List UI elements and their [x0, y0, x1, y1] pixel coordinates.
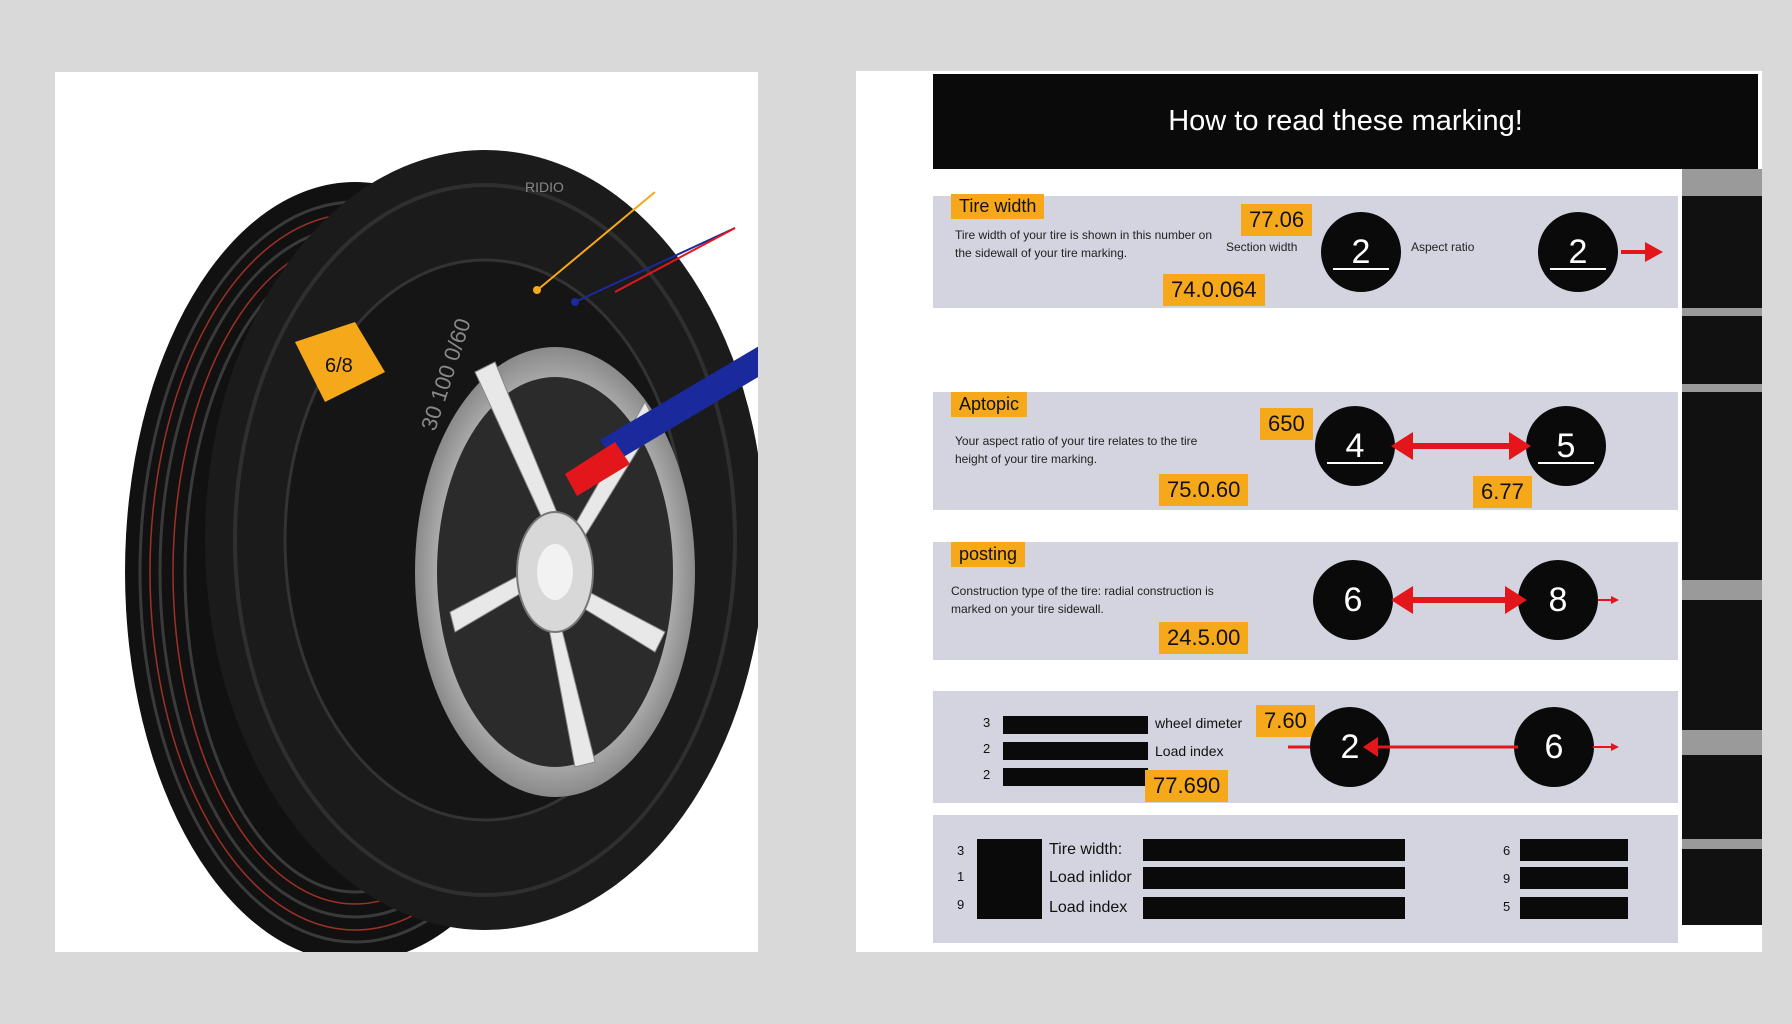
guide-row-construction: posting Construction type of the tire: r… — [933, 542, 1678, 660]
guide-title: How to read these marking! — [933, 74, 1758, 169]
value-badge: 7.60 — [1256, 705, 1315, 737]
spec-bar — [1520, 897, 1628, 919]
marker-circle: 2 — [1321, 212, 1401, 292]
spec-block — [977, 839, 1042, 919]
spec-bar — [1003, 768, 1148, 786]
row-description: Construction type of the tire: radial co… — [951, 584, 1214, 616]
brand-text: RIDIO — [525, 179, 564, 195]
row-tag: Tire width — [951, 194, 1045, 219]
spec-label: Tire width: — [1049, 841, 1123, 858]
side-bar — [1682, 196, 1762, 308]
spec-label: Load index — [1155, 743, 1224, 759]
pointer-arrow-red — [565, 442, 630, 496]
spec-label: Load index — [1049, 899, 1128, 916]
spec-bar — [1003, 742, 1148, 760]
marker-circle: 8 — [1518, 560, 1598, 640]
value-badge: 77.06 — [1241, 204, 1313, 236]
marker-circle: 5 — [1526, 406, 1606, 486]
side-bar — [1682, 755, 1762, 839]
red-arrow — [1288, 737, 1619, 757]
value-badge: 74.0.064 — [1163, 274, 1265, 306]
marker-circle: 2 — [1538, 212, 1618, 292]
side-bar — [1682, 580, 1762, 600]
side-bar — [1682, 730, 1762, 755]
side-bar — [1682, 384, 1762, 392]
row-digit: 9 — [957, 897, 965, 912]
row-digit: 6 — [1503, 843, 1511, 858]
row-tag: Aptopic — [951, 392, 1028, 417]
row-digit: 9 — [1503, 871, 1511, 886]
spec-bar — [1143, 839, 1405, 861]
guide-row-aspect: Aptopic Your aspect ratio of your tire r… — [933, 392, 1678, 510]
pointer-arrow-blue — [600, 346, 758, 462]
double-arrow — [1391, 586, 1619, 614]
marker-label: Aspect ratio — [1411, 240, 1475, 254]
marker-label: Section width — [1226, 240, 1298, 254]
row-digit: 2 — [983, 767, 991, 782]
row-description: Tire width of your tire is shown in this… — [955, 228, 1212, 260]
side-bar — [1682, 308, 1762, 316]
side-bar — [1682, 169, 1762, 196]
guide-row-summary: 3 1 9 Tire width: Load inlidor Load inde… — [933, 815, 1678, 943]
row-digit: 5 — [1503, 899, 1511, 914]
side-bar — [1682, 392, 1762, 580]
guide-row-tire-width: Tire width Tire width of your tire is sh… — [933, 194, 1678, 308]
reading-guide-panel: How to read these marking! Tire width Ti… — [856, 71, 1762, 952]
double-arrow — [1391, 432, 1531, 460]
spec-label: Load inlidor — [1049, 869, 1132, 886]
value-badge: 650 — [1260, 408, 1313, 440]
side-bar — [1682, 316, 1762, 384]
spec-bar — [1520, 839, 1628, 861]
value-badge: 6.77 — [1473, 476, 1532, 508]
guide-row-wheel-diameter: 3 2 2 wheel dimeter Load index 7.60 77.6… — [933, 691, 1678, 803]
marker-circle: 6 — [1514, 707, 1594, 787]
row-digit: 3 — [983, 715, 991, 730]
spec-bar — [1003, 716, 1148, 734]
marker-circle: 4 — [1315, 406, 1395, 486]
spec-label: wheel dimeter — [1155, 715, 1243, 731]
spec-bar — [1143, 867, 1405, 889]
marker-circle: 6 — [1313, 560, 1393, 640]
tire-panel: 30 100 0/60 RIDIO 6/8 — [55, 72, 758, 952]
spec-bar — [1520, 867, 1628, 889]
row-tag: posting — [951, 542, 1026, 567]
row-digit: 2 — [983, 741, 991, 756]
side-bar — [1682, 849, 1762, 925]
value-badge: 77.690 — [1145, 770, 1229, 802]
row-digit: 1 — [957, 869, 965, 884]
side-bar — [1682, 600, 1762, 730]
red-arrow — [1621, 242, 1663, 262]
value-badge: 75.0.60 — [1159, 474, 1249, 506]
side-bar — [1682, 839, 1762, 849]
tire-illustration: 30 100 0/60 RIDIO 6/8 — [125, 150, 758, 952]
svg-text:6/8: 6/8 — [325, 355, 353, 377]
row-digit: 3 — [957, 843, 965, 858]
spec-bar — [1143, 897, 1405, 919]
value-badge: 24.5.00 — [1159, 622, 1249, 654]
tire-badge: 6/8 — [295, 322, 385, 402]
row-description: Your aspect ratio of your tire relates t… — [955, 434, 1198, 466]
